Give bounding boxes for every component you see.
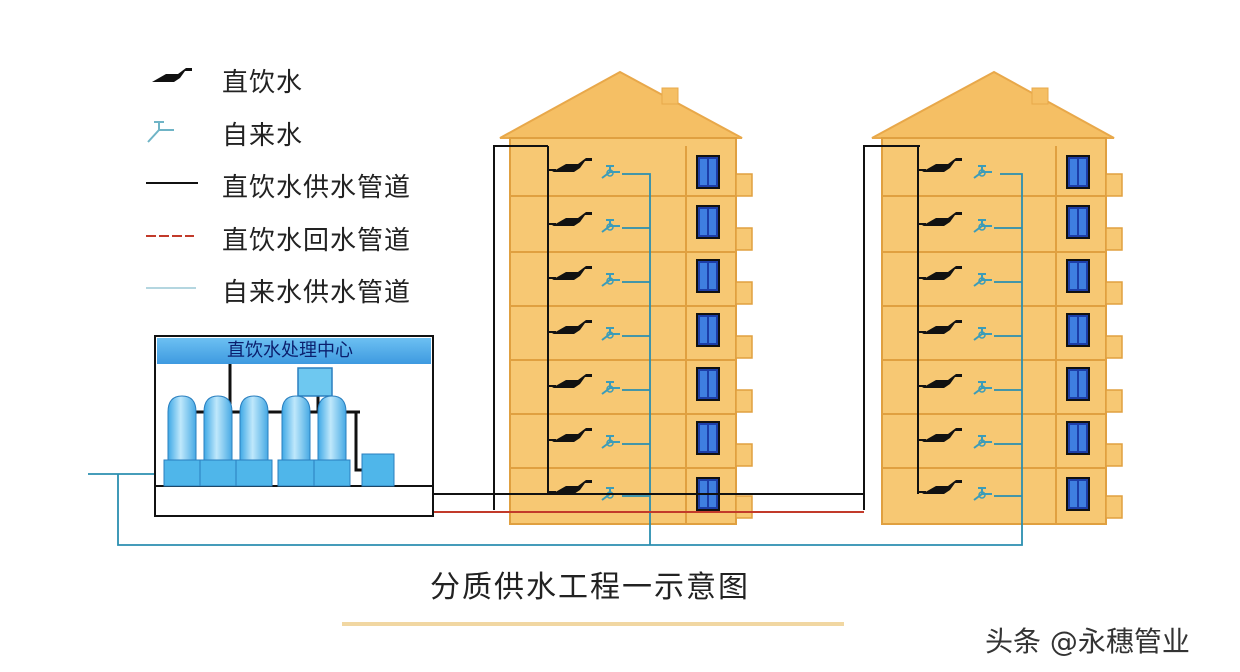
treatment-center-title: 直饮水处理中心: [227, 340, 353, 361]
watermark: 头条 @永穗管业: [985, 625, 1190, 658]
legend-label-direct-supply-pipe: 直饮水供水管道: [222, 173, 412, 203]
caption-underline: [342, 622, 844, 626]
direct-drink-supply-pipes: [390, 145, 926, 510]
diagram-caption: 分质供水工程一示意图: [430, 570, 750, 605]
legend-label-direct-return-pipe: 直饮水回水管道: [222, 226, 412, 256]
legend-label-tap-water: 自来水: [222, 121, 304, 151]
legend-direct-drink-icon: [152, 68, 192, 82]
tap-water-pipes: [88, 173, 1023, 546]
legend-label-tap-supply-pipe: 自来水供水管道: [222, 278, 412, 308]
building-right: [871, 70, 1123, 525]
treatment-center: [154, 335, 434, 517]
legend-label-direct-drink: 直饮水: [222, 68, 304, 98]
building-left: [499, 70, 753, 525]
legend-tap-water-icon: [147, 121, 174, 143]
